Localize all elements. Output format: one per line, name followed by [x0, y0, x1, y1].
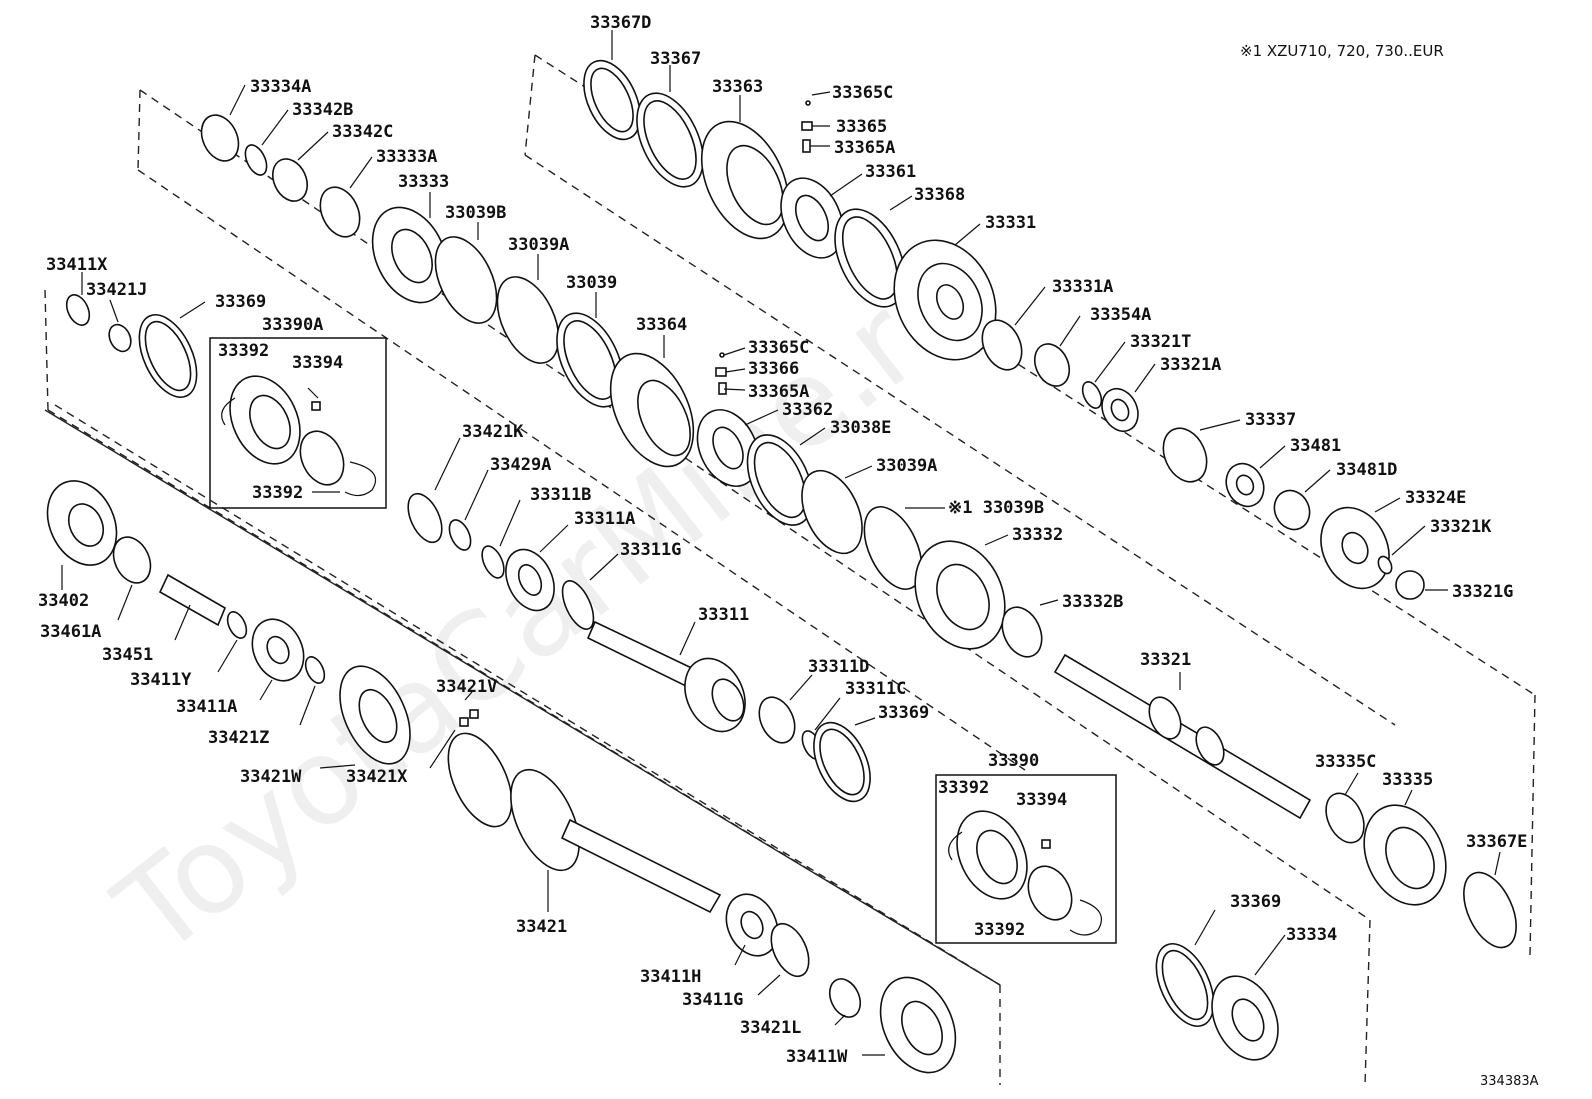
label-33363: 33363: [712, 77, 763, 97]
label-33321: 33321: [1140, 650, 1191, 670]
label-33311A: 33311A: [574, 509, 635, 529]
label-33451: 33451: [102, 645, 153, 665]
label-33331: 33331: [985, 213, 1036, 233]
label-33311C: 33311C: [845, 679, 906, 699]
label-33429A: 33429A: [490, 455, 551, 475]
label-33333: 33333: [398, 172, 449, 192]
label-33421L: 33421L: [740, 1018, 801, 1038]
label-33411W: 33411W: [786, 1047, 848, 1067]
label-33361: 33361: [865, 162, 916, 182]
label-33321A: 33321A: [1160, 355, 1221, 375]
label-33331A: 33331A: [1052, 277, 1113, 297]
label-33365C-top: 33365C: [832, 83, 893, 103]
label-33038E: 33038E: [830, 418, 891, 438]
label-33332B: 33332B: [1062, 592, 1123, 612]
label-33311B: 33311B: [530, 485, 591, 505]
label-33367: 33367: [650, 49, 701, 69]
label-33411G: 33411G: [682, 990, 743, 1010]
label-33362: 33362: [782, 400, 833, 420]
leader-lines: [61, 30, 1501, 1056]
label-33367D: 33367D: [590, 13, 651, 33]
label-33311: 33311: [698, 605, 749, 625]
label-33311G: 33311G: [620, 540, 681, 560]
label-33333A: 33333A: [376, 147, 437, 167]
label-33461A: 33461A: [40, 622, 101, 642]
label-33421V: 33421V: [436, 677, 497, 697]
label-33367E: 33367E: [1466, 832, 1527, 852]
label-33342B: 33342B: [292, 100, 353, 120]
label-33365: 33365: [836, 117, 887, 137]
label-33039A-top: 33039A: [508, 235, 569, 255]
label-33392-a1: 33392: [218, 341, 269, 361]
label-33394-b: 33394: [1016, 790, 1067, 810]
label-33421: 33421: [516, 917, 567, 937]
label-33039B-top: 33039B: [445, 203, 506, 223]
label-33039: 33039: [566, 273, 617, 293]
synchronizer-kit-box-b: [935, 774, 1117, 944]
label-33411H: 33411H: [640, 967, 701, 987]
label-33364: 33364: [636, 315, 687, 335]
label-33392-a2: 33392: [252, 483, 303, 503]
label-33321T: 33321T: [1130, 332, 1191, 352]
label-33421Z: 33421Z: [208, 728, 269, 748]
label-33321K: 33321K: [1430, 517, 1492, 537]
label-33421J: 33421J: [86, 280, 147, 300]
label-33334: 33334: [1286, 925, 1337, 945]
label-33335C: 33335C: [1315, 752, 1376, 772]
label-33421K: 33421K: [462, 422, 524, 442]
label-33421W: 33421W: [240, 767, 302, 787]
parts-upper: [583, 59, 1425, 600]
label-33311D: 33311D: [808, 657, 869, 677]
label-33354A: 33354A: [1090, 305, 1151, 325]
label-33481: 33481: [1290, 436, 1341, 456]
label-33334A: 33334A: [250, 77, 311, 97]
label-33337: 33337: [1245, 410, 1296, 430]
label-33411Y: 33411Y: [130, 670, 192, 690]
label-33421X: 33421X: [346, 767, 408, 787]
label-33392-b2: 33392: [974, 920, 1025, 940]
label-33324E: 33324E: [1405, 488, 1466, 508]
label-33369-right: 33369: [1230, 892, 1281, 912]
model-note: ※1 XZU710, 720, 730..EUR: [1240, 42, 1444, 60]
label-33392-b1: 33392: [938, 778, 989, 798]
label-33039B-mid: ※1 33039B: [948, 498, 1044, 518]
label-33365C-mid: 33365C: [748, 338, 809, 358]
label-33369-left: 33369: [215, 292, 266, 312]
label-33402: 33402: [38, 591, 89, 611]
label-33411A: 33411A: [176, 697, 237, 717]
label-33411X: 33411X: [46, 255, 108, 275]
label-33365A-mid: 33365A: [748, 382, 809, 402]
label-33365A-top: 33365A: [834, 138, 895, 158]
figure-reference: 334383A: [1480, 1074, 1539, 1089]
label-33321G: 33321G: [1452, 582, 1513, 602]
label-33394-a: 33394: [292, 353, 343, 373]
label-33335: 33335: [1382, 770, 1433, 790]
parts-middle: [200, 114, 1517, 949]
label-33390A: 33390A: [262, 315, 323, 335]
label-33342C: 33342C: [332, 122, 393, 142]
label-33481D: 33481D: [1336, 460, 1397, 480]
label-33368: 33368: [914, 185, 965, 205]
label-33390: 33390: [988, 751, 1039, 771]
synchronizer-kit-box-a: [209, 337, 387, 509]
part-labels: 33367D 33367 33363 33365C 33365 33365A 3…: [38, 13, 1527, 1067]
label-33369-mid: 33369: [878, 703, 929, 723]
label-33332: 33332: [1012, 525, 1063, 545]
parts-lower: [46, 294, 1279, 1074]
label-33366: 33366: [748, 359, 799, 379]
label-33039A-mid: 33039A: [876, 456, 937, 476]
